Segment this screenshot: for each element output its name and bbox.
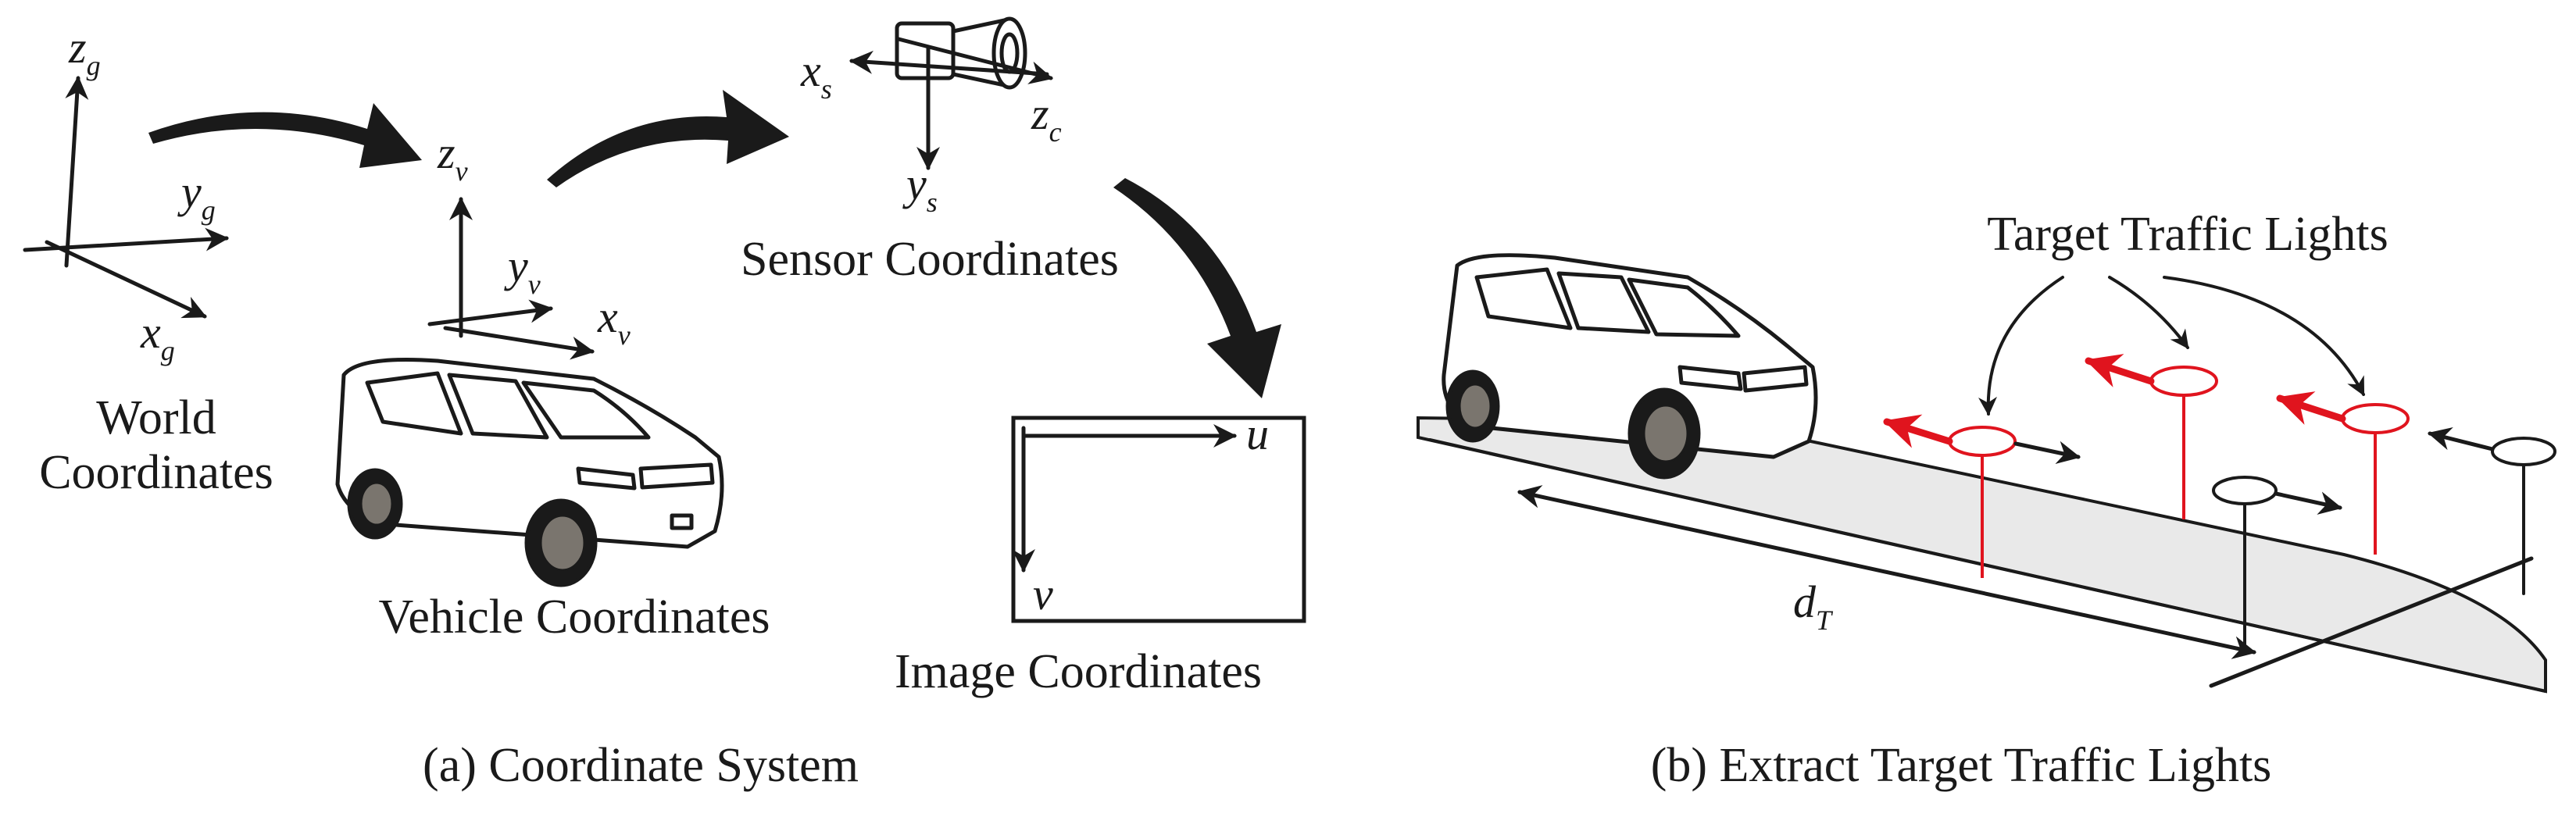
distance-label: dT (1793, 576, 1834, 636)
image-frame (1011, 416, 1306, 623)
vehicle-z-label: zv (437, 127, 468, 187)
pointer-arrow-2 (2108, 276, 2189, 349)
sensor-x-label: xs (800, 45, 832, 105)
pointer-arrow-3 (2163, 276, 2365, 397)
sensor-axes (849, 37, 1053, 170)
sensor-label: Sensor Coordinates (741, 233, 1119, 286)
stop-line (2209, 556, 2534, 688)
vehicle-y-label: yv (504, 241, 541, 300)
world-y-label: yg (177, 166, 216, 226)
caption-b: (b) Extract Target Traffic Lights (1651, 739, 2272, 792)
world-axes (23, 76, 229, 319)
transform-arrow-vehicle-to-sensor (547, 90, 789, 187)
target-traffic-light-1 (1883, 414, 2081, 578)
vehicle-illustration-right (1442, 253, 1818, 480)
vehicle-illustration (335, 358, 724, 587)
transform-arrow-sensor-to-image (1113, 178, 1281, 398)
image-u-label: u (1246, 408, 1269, 459)
distance-arrow (1517, 485, 2256, 659)
image-axes (1012, 424, 1237, 573)
world-x-label: xg (140, 307, 175, 366)
sensor-y-label: ys (902, 159, 938, 218)
target-lights-title: Target Traffic Lights (1987, 208, 2388, 261)
transform-arrow-world-to-vehicle (148, 103, 422, 168)
image-v-label: v (1033, 569, 1053, 619)
image-label: Image Coordinates (895, 645, 1262, 698)
vehicle-x-label: xv (597, 291, 631, 351)
other-traffic-light-1 (2212, 476, 2342, 650)
vehicle-label: Vehicle Coordinates (378, 590, 770, 644)
world-label-line2: Coordinates (39, 446, 273, 499)
target-traffic-light-3 (2276, 391, 2410, 555)
sensor-z-label: zc (1031, 88, 1062, 148)
vehicle-axes (427, 197, 595, 360)
world-z-label: zg (68, 22, 101, 81)
other-traffic-light-2 (2428, 426, 2556, 595)
caption-a: (a) Coordinate System (423, 739, 859, 792)
target-traffic-light-2 (2085, 354, 2218, 519)
world-label-line1: World (96, 391, 216, 444)
pointer-arrow-1 (1978, 276, 2064, 416)
